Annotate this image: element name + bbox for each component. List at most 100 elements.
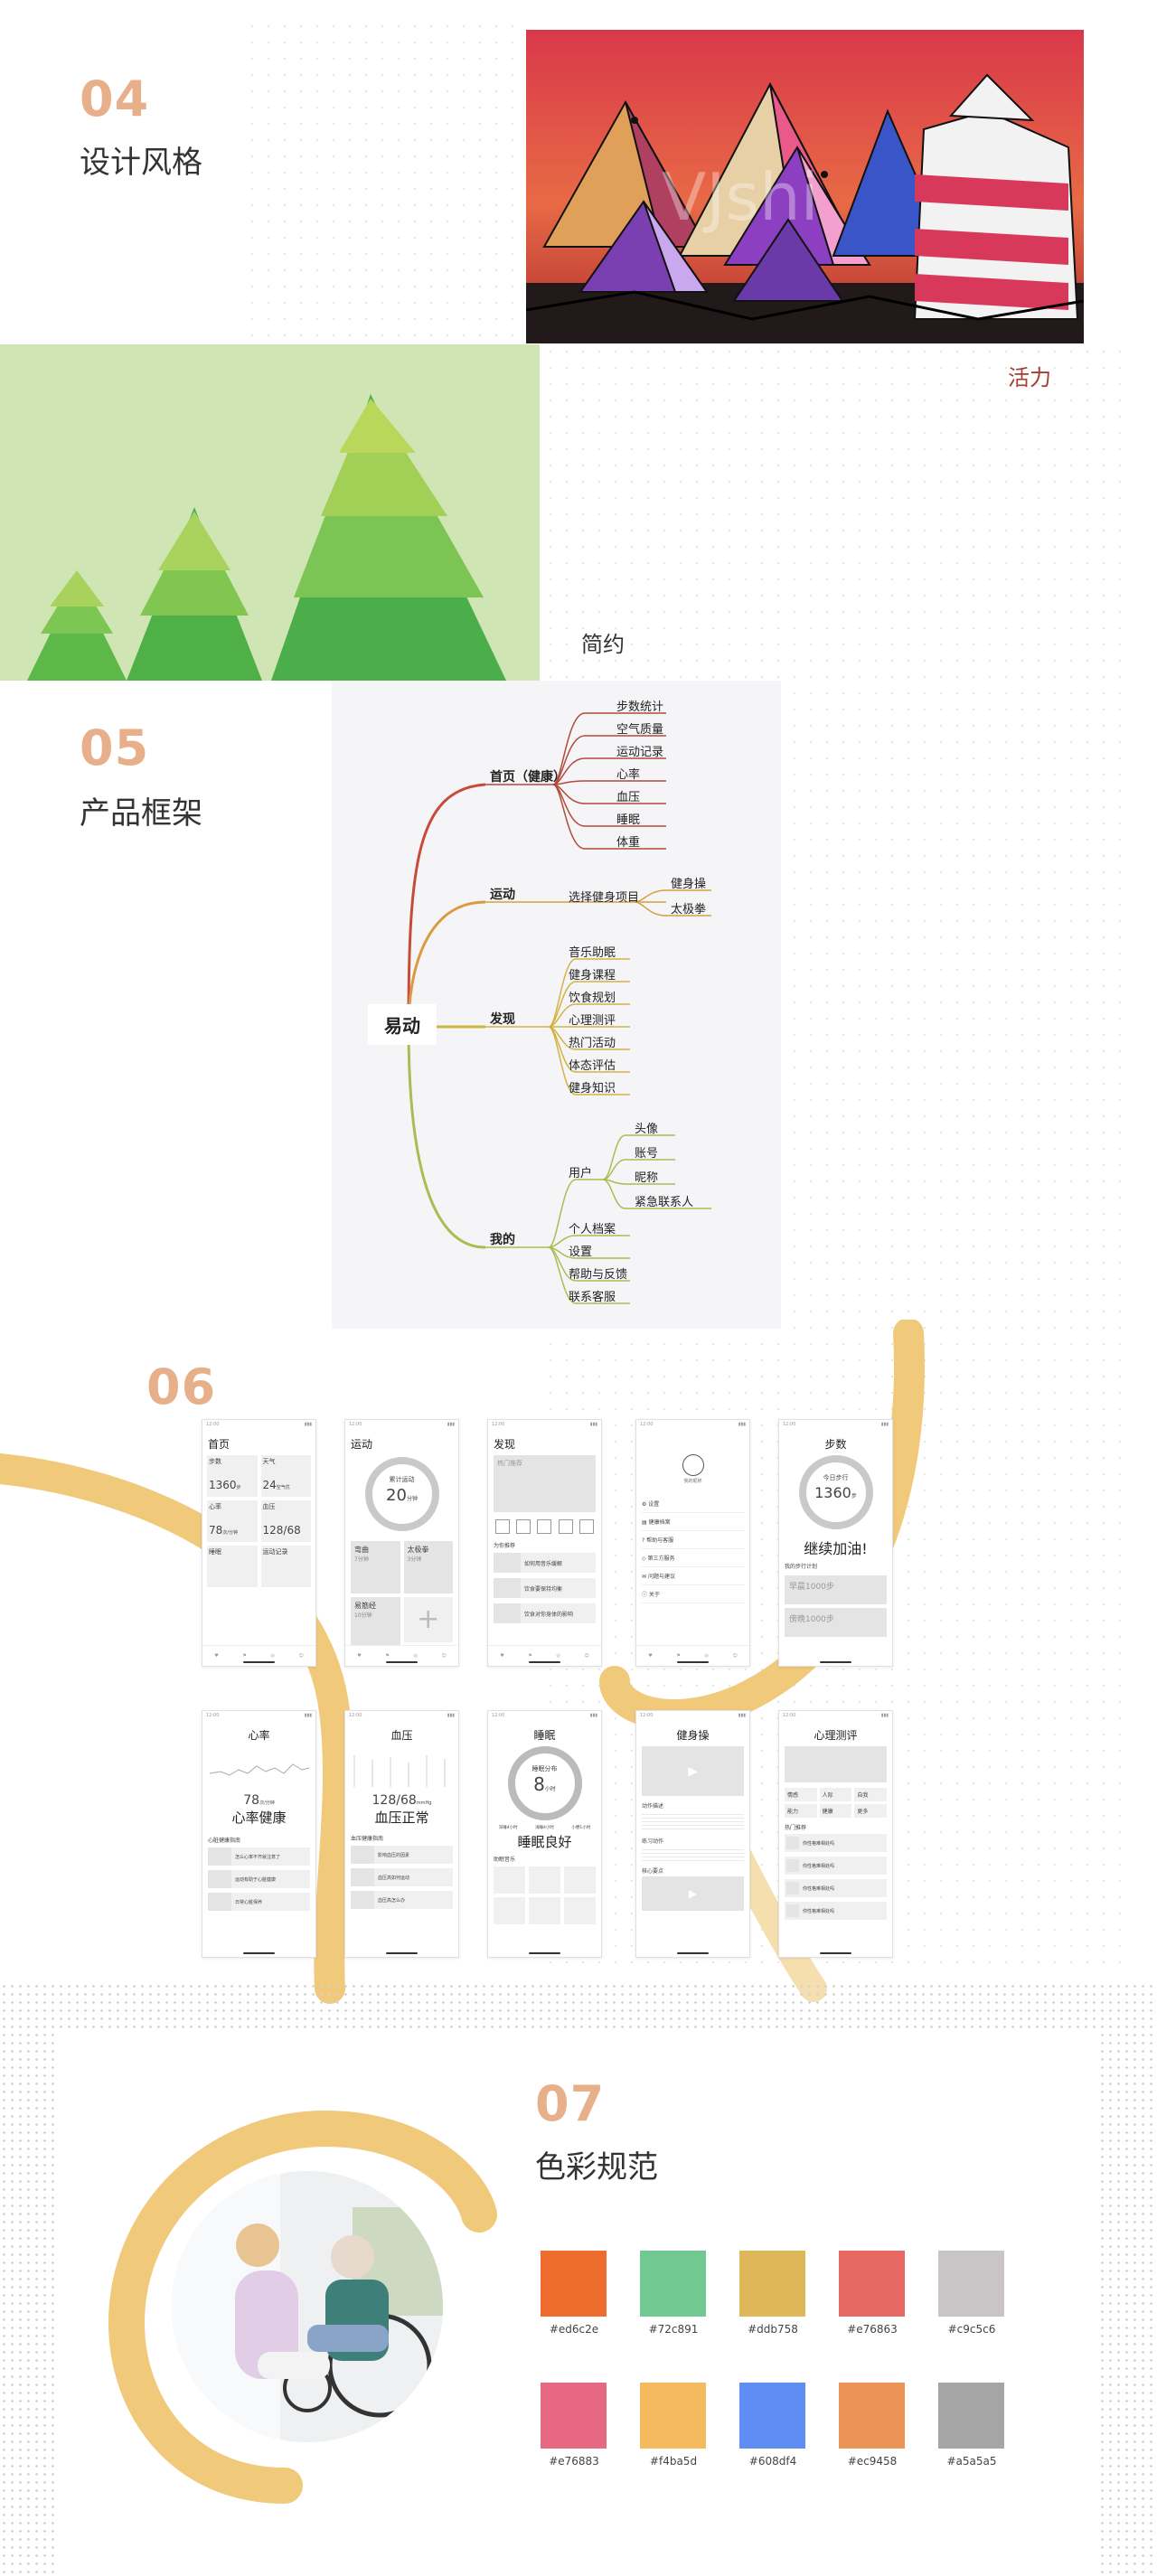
mindmap-leaf: 心率 [616,768,641,782]
wf-list-item: 饮食对你身体的影响 [524,1611,574,1618]
wf-legend: 浅睡4小时 [535,1826,554,1830]
wf-ring-label: 睡眠分布 [531,1765,558,1772]
wf-list-item: 运动有助于心脏健康 [235,1876,277,1883]
wf-title: 睡眠 [533,1729,556,1742]
wf-tile-label: 太极拳 [407,1546,429,1554]
wf-menu-item: 帮助与客服 [646,1537,674,1544]
wf-title: 运动 [351,1438,373,1451]
wf-title: 心率 [248,1729,270,1742]
wireframe-discover: 12:00▮▮▮ 发现 热门推荐 为你推荐 如何用音乐缓解 饮食要保持均衡 饮食… [487,1419,602,1667]
mindmap-leaf: 紧急联系人 [635,1196,694,1209]
pyramid-illustration: VJshi [526,30,1084,343]
wf-list-item: 饮食要保持均衡 [524,1585,563,1593]
mindmap-panel: 易动 首页（健康） 步数统计 空气质量 运动记录 心率 血压 睡眠 体重 运动 … [332,681,781,1329]
wf-list-item: 血压高如何运动 [378,1875,410,1881]
wf-list-item: 你性格难相处吗 [803,1863,835,1869]
wf-card-label: 步数 [209,1458,221,1465]
wf-section: 血压健康指南 [351,1836,384,1842]
wf-ring-value: 20 [386,1486,407,1505]
wf-headline: 继续加油! [804,1540,868,1557]
mindmap-leaf: 体重 [616,836,641,850]
wf-tile-sub: 3分钟 [407,1556,422,1563]
wf-bp-chart [353,1755,446,1787]
color-swatch [640,2383,706,2449]
wf-headline: 睡眠良好 [517,1834,572,1850]
wf-headline: 心率健康 [231,1810,287,1826]
mindmap-branch-sport: 运动 [490,888,515,902]
color-swatch [541,2251,607,2317]
wf-card-label: 天气 [262,1458,276,1465]
wireframe-steps: 12:00▮▮▮ 步数 今日步行 1360步 继续加油! 我的步行计划 早晨10… [778,1419,893,1667]
mindmap-leaf: 饮食规划 [569,992,616,1005]
wf-headline: 血压正常 [374,1810,429,1826]
wf-list-item: 怎么心率不齐就注意了 [235,1854,281,1860]
color-swatch-hex: #608df4 [748,2455,797,2468]
color-swatch-hex: #f4ba5d [649,2455,698,2468]
wf-section: 练习动作 [642,1838,664,1845]
wf-tag: 能力 [785,1804,817,1818]
wf-menu-item: 健康档案 [648,1519,671,1526]
play-icon: ▶ [688,1887,698,1900]
section-05-title: 产品框架 [80,795,202,832]
section-07-title: 色彩规范 [535,2149,658,2186]
avatar-icon [682,1454,704,1476]
wf-ring-unit: 步 [851,1493,857,1500]
wf-section: 我的步行计划 [785,1564,818,1570]
wireframe-psych-test: 12:00▮▮▮ 心理测评 情感 人际 自我 能力 健康 更多 热门推荐 你性格… [778,1710,893,1958]
wf-avatar-label: 我的昵称 [683,1479,702,1484]
wf-legend: 深睡4小时 [498,1826,518,1830]
wf-ring-unit: 小时 [544,1786,556,1792]
mindmap-leaf: 联系客服 [569,1291,616,1304]
mindmap-leaf: 心理测评 [569,1014,616,1028]
wf-plan: 早晨1000步 [785,1575,887,1604]
wf-menu-item: 设置 [648,1501,660,1508]
wf-title: 血压 [390,1729,413,1742]
mindmap-leaf: 健身操 [671,878,707,891]
wf-tag: 人际 [819,1788,852,1801]
mindmap-leaf: 健身知识 [569,1082,616,1095]
mindmap-leaf: 热门活动 [569,1037,616,1050]
mindmap-leaf: 血压 [616,791,641,804]
color-swatch-hex: #ed6c2e [549,2323,599,2336]
mindmap-branch-mine: 我的 [490,1233,515,1247]
wf-section: 为你推荐 [494,1543,516,1549]
color-swatch-hex: #72c891 [648,2323,699,2336]
section-04-number: 04 [80,71,150,127]
wireframe-heartrate: 12:00▮▮▮ 心率 78次/分钟 心率健康 心脏健康指南 怎么心率不齐就注意… [202,1710,316,1958]
wf-list-item: 你性格难相处吗 [803,1908,835,1914]
wf-tag: 自我 [854,1788,887,1801]
mindmap-branch-home: 首页（健康） [490,770,566,785]
play-icon: ▶ [688,1763,698,1779]
wf-menu-item: 问题与建议 [647,1574,675,1580]
wf-card-label: 血压 [262,1503,276,1510]
mindmap-leaf: 空气质量 [616,723,664,737]
wf-title: 步数 [824,1438,847,1451]
wf-tile-label: 弯曲 [354,1546,369,1554]
wf-tile-sub: 10分钟 [354,1612,372,1619]
wf-ring-value: 1360 [814,1484,851,1501]
wf-ring-label: 今日步行 [823,1474,849,1481]
wf-list-item: 影响血压的因素 [378,1852,410,1858]
mindmap-leaf: 设置 [569,1246,593,1259]
wf-menu-item: 关于 [648,1592,660,1598]
wf-card-unit: 步 [236,1485,241,1490]
photo-arc [108,2110,497,2504]
wf-title: 健身操 [676,1729,710,1742]
add-icon: + [403,1597,453,1642]
wf-tile-sub: 7分钟 [354,1556,369,1563]
color-swatch [739,2383,805,2449]
wf-card-value: 24 [262,1479,277,1491]
wf-title: 发现 [494,1438,516,1451]
wf-legend: 小憩1小时 [571,1826,591,1830]
wf-tabbar: ♥⚑◎☺ [202,1645,315,1666]
wf-heartrate-chart [209,1763,310,1776]
wf-section: 核心要点 [642,1868,664,1875]
color-swatch-hex: #ddb758 [748,2323,798,2336]
wf-section: 心脏健康指南 [208,1838,241,1844]
mindmap-sub: 选择健身项目 [569,891,640,905]
wireframe-exercise: 12:00▮▮▮ 健身操 ▶ 动作描述 练习动作 核心要点 ▶ [635,1710,750,1958]
wf-tabbar: ♥⚑◎☺ [488,1645,601,1666]
label-vitality: 活力 [1008,365,1051,390]
wf-ring-unit: 分钟 [406,1496,418,1502]
